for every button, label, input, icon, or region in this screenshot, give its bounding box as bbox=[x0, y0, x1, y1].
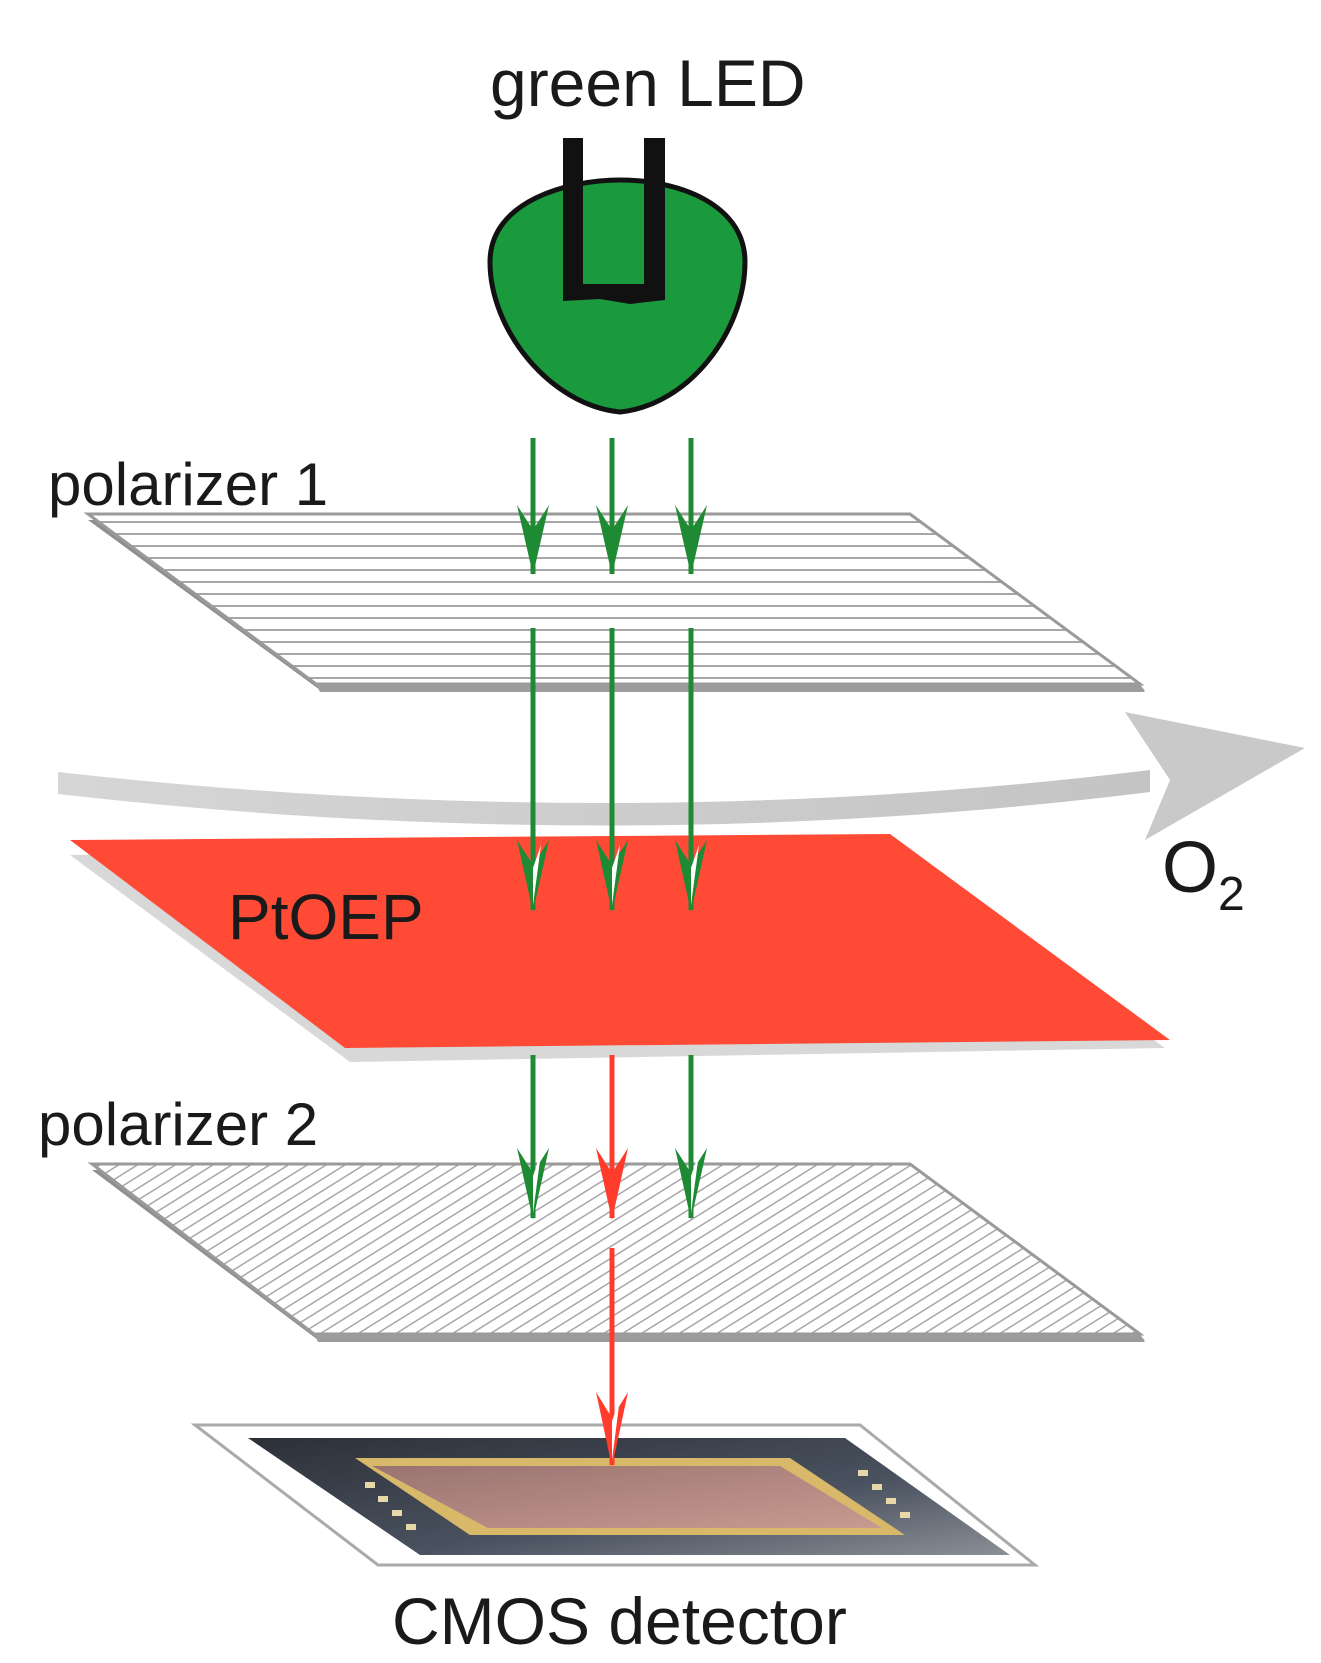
polarizer-1-label: polarizer 1 bbox=[48, 451, 329, 518]
beam-green-1b bbox=[596, 438, 628, 575]
ptoep-film bbox=[70, 834, 1170, 1062]
beam-green-1c bbox=[675, 438, 707, 575]
polarizer-1-plate bbox=[83, 512, 1145, 692]
cmos-detector-label: CMOS detector bbox=[392, 1584, 847, 1658]
beam-green-1a bbox=[517, 438, 549, 575]
beam-green-2b bbox=[596, 628, 628, 912]
led-icon bbox=[487, 138, 748, 415]
ptoep-label: PtOEP bbox=[228, 881, 424, 953]
beam-green-2a bbox=[517, 628, 549, 912]
beam-green-2c bbox=[675, 628, 707, 912]
polarizer-2-label: polarizer 2 bbox=[38, 1091, 319, 1158]
oxygen-label: O2 bbox=[1162, 832, 1245, 919]
cmos-chip-icon bbox=[190, 1423, 1040, 1567]
green-led-label: green LED bbox=[490, 46, 806, 120]
flow-arrow-icon bbox=[58, 712, 1305, 840]
oxygen-subscript: 2 bbox=[1218, 868, 1245, 921]
oxygen-symbol: O bbox=[1162, 828, 1219, 908]
beam-green-3c bbox=[675, 1055, 707, 1220]
beam-red-4 bbox=[596, 1248, 628, 1467]
polarizer-2-plate bbox=[87, 1162, 1145, 1342]
beam-green-3a bbox=[517, 1055, 549, 1220]
beam-red-3b bbox=[596, 1055, 628, 1220]
